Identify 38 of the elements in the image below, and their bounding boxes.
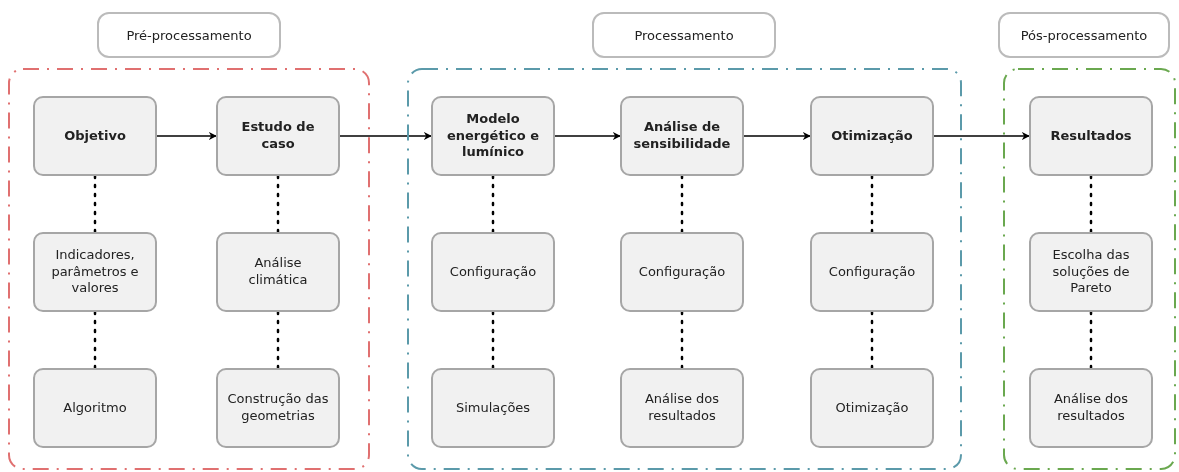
process-box: Configuração (810, 232, 934, 312)
process-box: Objetivo (33, 96, 157, 176)
arrow (933, 132, 1030, 140)
dotted-connector (93, 310, 97, 370)
process-box: Configuração (620, 232, 744, 312)
process-box: Construção das geometrias (216, 368, 340, 448)
dotted-connector (1089, 310, 1093, 370)
process-box: Otimização (810, 368, 934, 448)
dotted-connector (491, 310, 495, 370)
process-box: Estudo de caso (216, 96, 340, 176)
process-box: Otimização (810, 96, 934, 176)
arrow (554, 132, 621, 140)
process-box: Algoritmo (33, 368, 157, 448)
dotted-connector (1089, 174, 1093, 234)
dotted-connector (491, 174, 495, 234)
process-box: Análise dos resultados (1029, 368, 1153, 448)
dotted-connector (93, 174, 97, 234)
process-box: Escolha das soluções de Pareto (1029, 232, 1153, 312)
dotted-connector (680, 310, 684, 370)
process-box: Simulações (431, 368, 555, 448)
process-box: Configuração (431, 232, 555, 312)
process-box: Análise dos resultados (620, 368, 744, 448)
dotted-connector (870, 174, 874, 234)
process-box: Indicadores, parâmetros e valores (33, 232, 157, 312)
arrow (339, 132, 432, 140)
process-box: Resultados (1029, 96, 1153, 176)
process-box: Análise de sensibilidade (620, 96, 744, 176)
stage-label: Pré-processamento (97, 12, 281, 58)
dotted-connector (680, 174, 684, 234)
stage-label: Processamento (592, 12, 776, 58)
arrow (156, 132, 217, 140)
arrow (743, 132, 811, 140)
process-box: Análise climática (216, 232, 340, 312)
process-box: Modelo energético e lumínico (431, 96, 555, 176)
dotted-connector (276, 310, 280, 370)
dotted-connector (870, 310, 874, 370)
stage-label: Pós-processamento (998, 12, 1170, 58)
dotted-connector (276, 174, 280, 234)
